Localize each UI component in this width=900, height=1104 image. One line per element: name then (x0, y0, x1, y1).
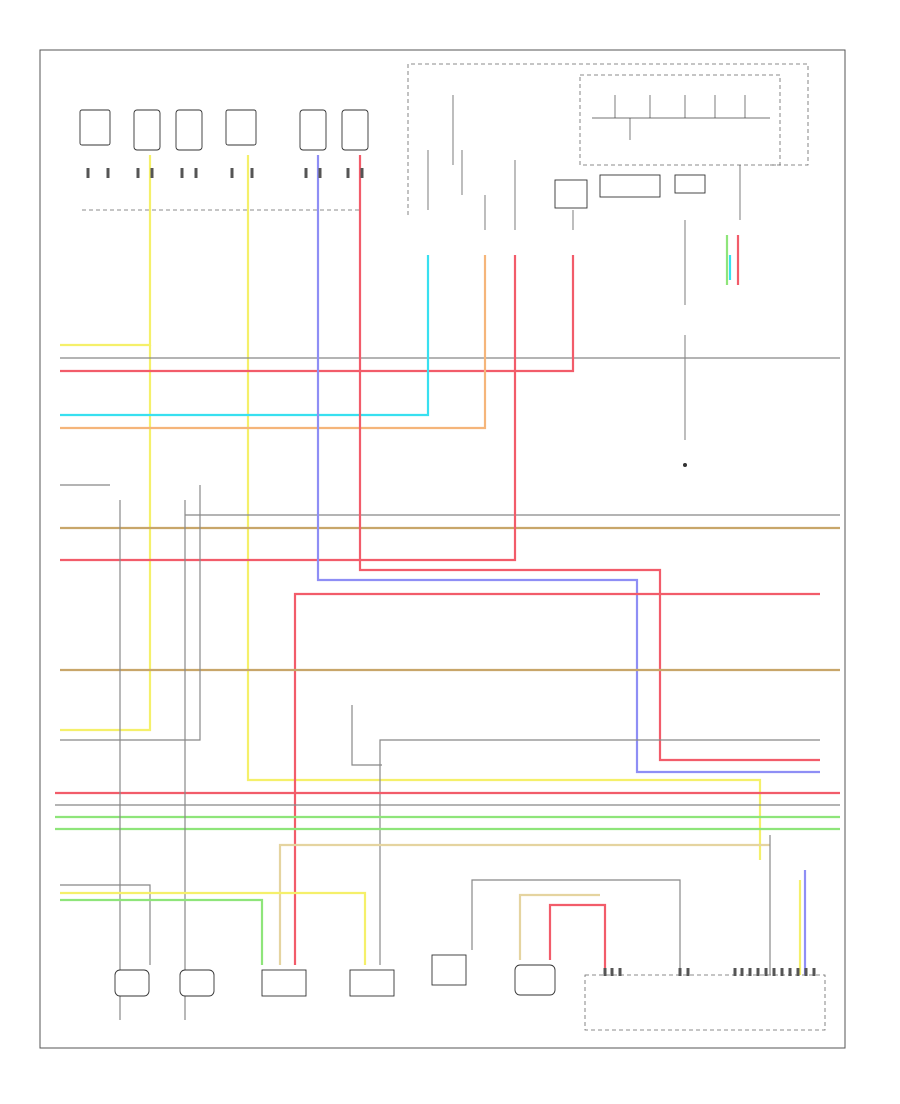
wire-red-a (60, 255, 575, 373)
sensor-pin-9 (304, 168, 308, 178)
ecm-pin-10 (764, 968, 768, 976)
dashed-module-box (579, 74, 781, 166)
sensor-pin-8 (250, 168, 254, 178)
sensor-1-body (79, 109, 111, 146)
wire-red-d (293, 592, 820, 965)
wire-light-tan-b (518, 893, 600, 960)
module-internals (592, 95, 770, 140)
ecm-pin-12 (780, 968, 784, 976)
wire-gray-k (351, 705, 382, 766)
sensor-pin-5 (180, 168, 184, 178)
wire-yellow-c (246, 155, 762, 860)
ecm-pin-6 (733, 968, 737, 976)
dashed-enclosure-top (407, 63, 809, 215)
ecm-pin-11 (772, 968, 776, 976)
ecm-pin-4 (678, 968, 682, 976)
wire-yellow-a (60, 155, 152, 347)
ecm-pin-9 (756, 968, 760, 976)
sensor-pin-4 (150, 168, 154, 178)
bottom-component-3 (261, 969, 307, 997)
top-sensors (79, 109, 706, 209)
wire-gray-g (60, 884, 151, 965)
wires (55, 155, 840, 1020)
ecm-pin-14 (796, 968, 800, 976)
bottom-component-2 (179, 969, 215, 997)
sensor-pin-6 (194, 168, 198, 178)
fuse-box (674, 174, 706, 194)
ecm-pin-13 (788, 968, 792, 976)
sensor-5-body (299, 109, 327, 151)
relay-box (599, 174, 661, 198)
center-switches (427, 95, 574, 230)
ecm-pin-5 (686, 968, 690, 976)
bottom-component-6 (514, 964, 556, 996)
sensor-3-body (175, 109, 203, 151)
wire-green-c (60, 898, 264, 965)
wire-gray-j (471, 879, 681, 970)
bottom-component-5 (431, 954, 467, 986)
wire-light-tan (278, 843, 770, 965)
ecm-pin-1 (603, 968, 607, 976)
dashed-ecm-box (584, 974, 826, 1031)
sensor-4-body (225, 109, 257, 146)
ecm-pin-7 (740, 968, 744, 976)
ecm-pin-16 (812, 968, 816, 976)
switch-box (554, 179, 588, 209)
bottom-components (114, 954, 556, 997)
wire-blue-a (316, 155, 820, 774)
ecm-pin-8 (748, 968, 752, 976)
wire-red-b (60, 255, 517, 562)
ecm-pin-3 (618, 968, 622, 976)
wire-gray-d (60, 485, 201, 741)
sensor-pin-10 (318, 168, 322, 178)
wire-yellow-d (60, 891, 367, 965)
sensor-pin-12 (360, 168, 364, 178)
right-connector-chain (683, 165, 741, 467)
sensor-pin-11 (346, 168, 350, 178)
sensor-pin-1 (86, 168, 90, 178)
wire-orange-a (60, 255, 487, 430)
ecm-pin-2 (610, 968, 614, 976)
chain-node (683, 463, 687, 467)
bottom-component-4 (349, 969, 395, 997)
wire-yellow-b (60, 345, 152, 732)
sensor-pin-7 (230, 168, 234, 178)
wire-red-f (548, 903, 607, 970)
wire-red-c (358, 155, 820, 762)
sensor-6-body (341, 109, 369, 151)
sensor-2-body (133, 109, 161, 151)
sensor-pin-3 (136, 168, 140, 178)
ecm-pin-15 (804, 968, 808, 976)
sensor-pin-2 (106, 168, 110, 178)
diagram-frame (39, 49, 846, 1049)
bottom-component-1 (114, 969, 150, 997)
wire-cyan-a (60, 255, 430, 417)
connector-pins (86, 168, 816, 976)
wire-gray-e (379, 739, 820, 965)
